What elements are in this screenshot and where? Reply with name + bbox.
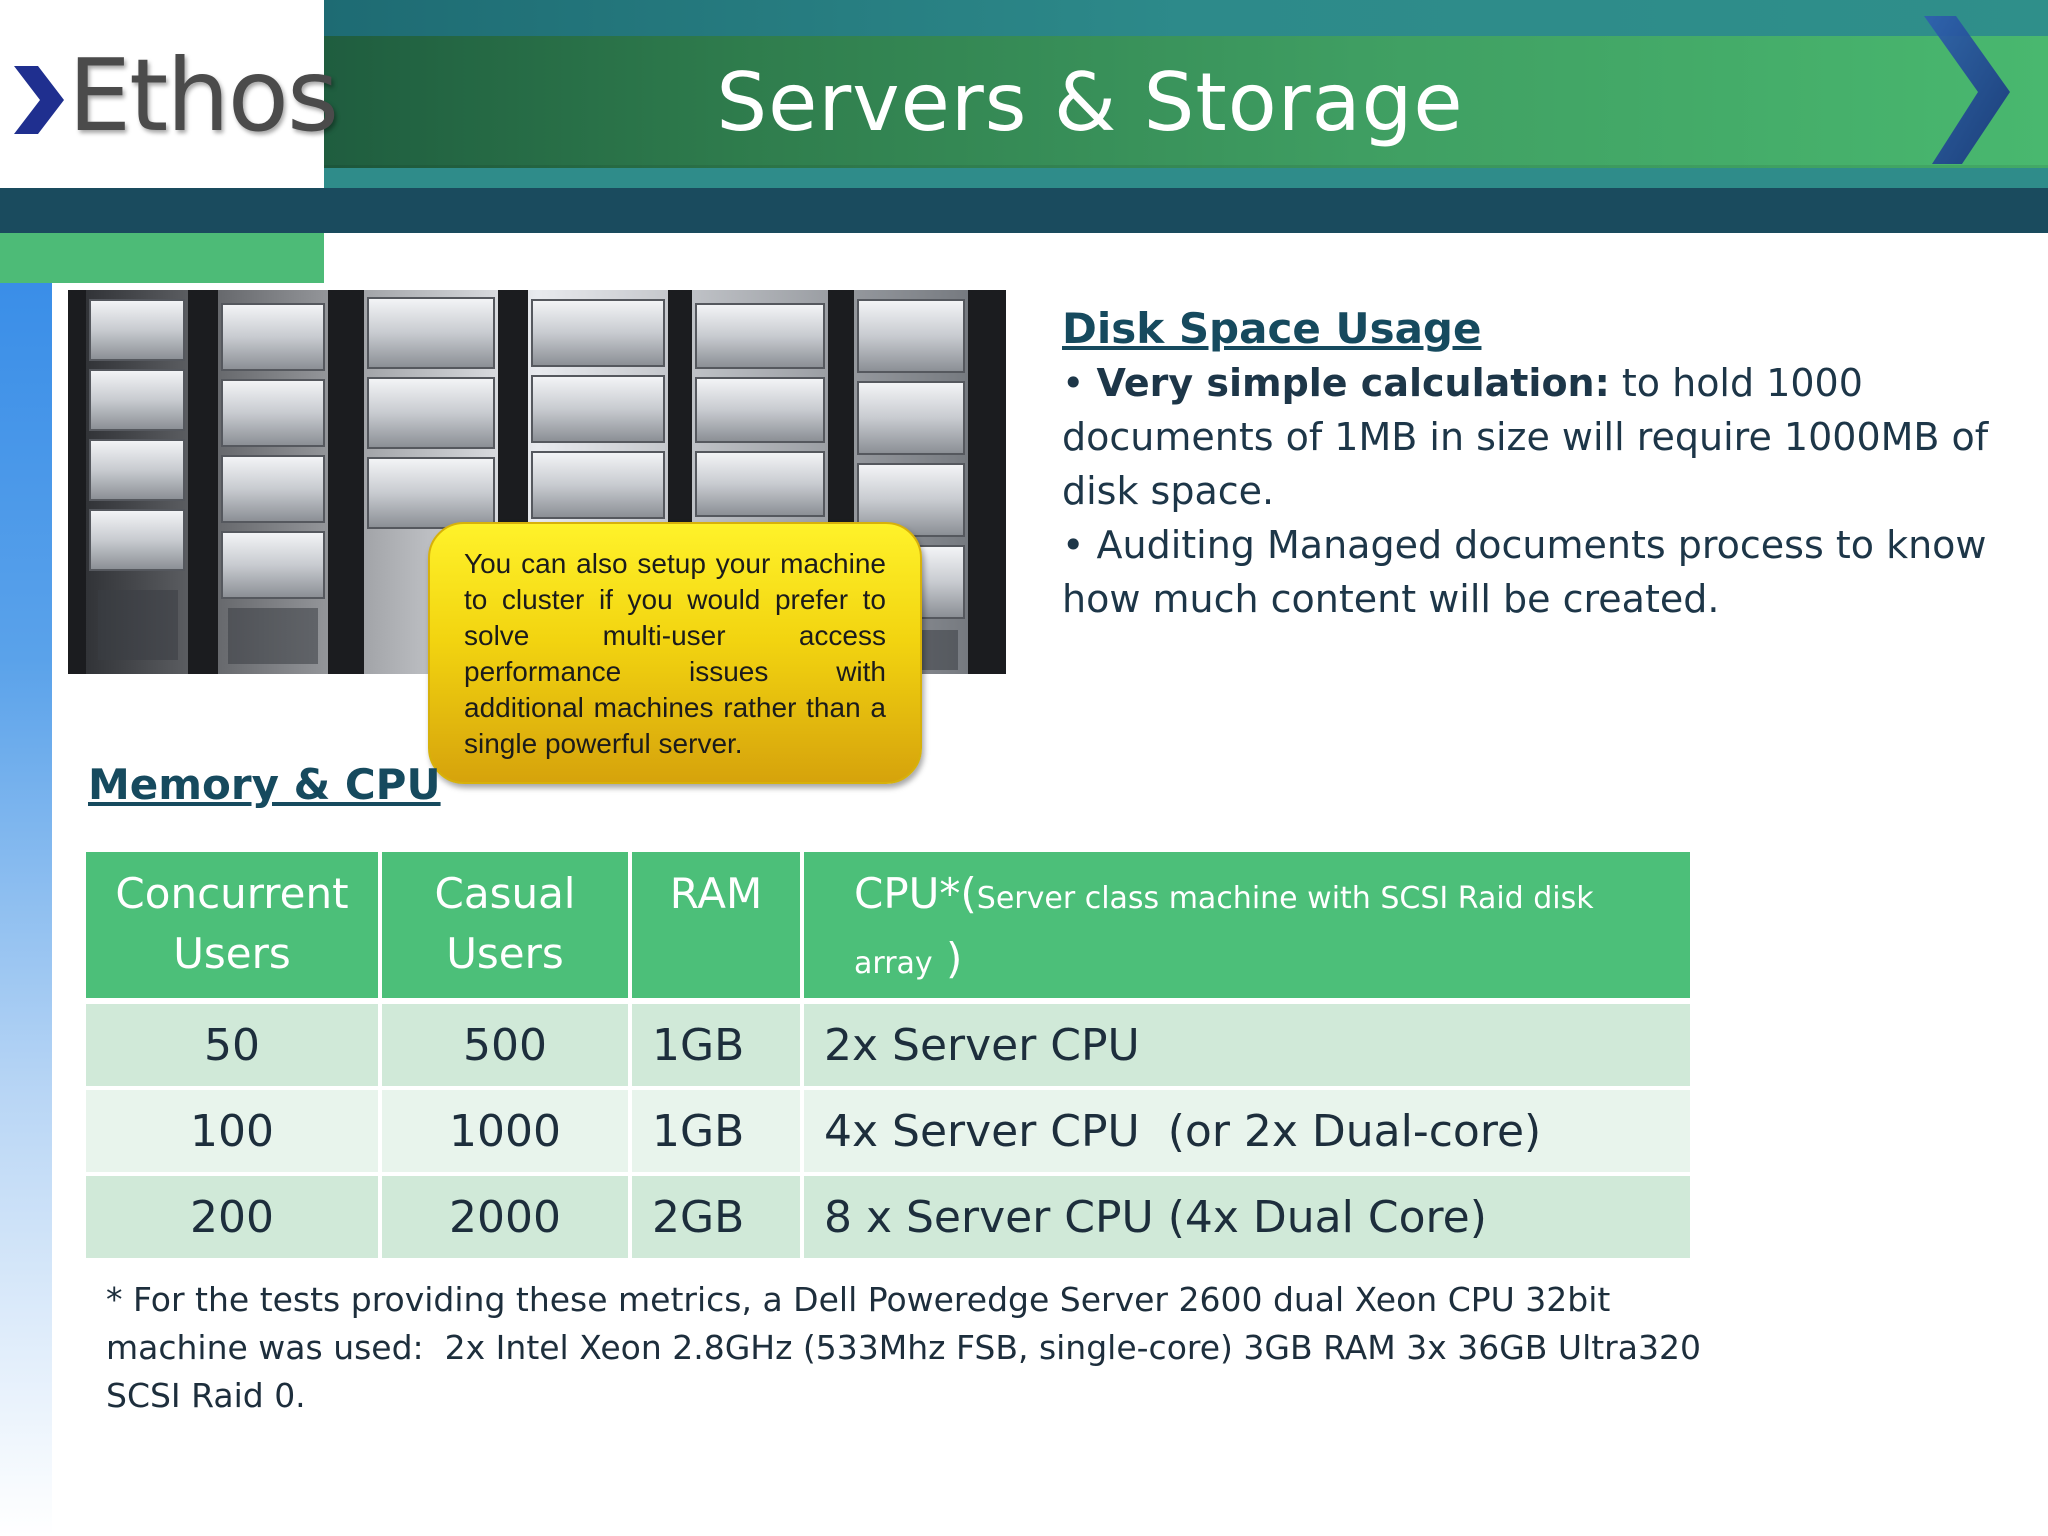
cell-ram: 1GB [630, 1088, 804, 1176]
cell-cpu: 4x Server CPU (or 2x Dual-core) [802, 1088, 1690, 1176]
cell-concurrent-users: 200 [86, 1174, 382, 1262]
callout-text: You can also setup your machine to clust… [464, 548, 886, 759]
footnote: * For the tests providing these metrics,… [106, 1276, 1726, 1420]
disk-space-heading: Disk Space Usage [1062, 304, 1482, 353]
cell-cpu: 2x Server CPU [802, 1001, 1690, 1090]
footnote-text: * For the tests providing these metrics,… [106, 1280, 1712, 1415]
decorative-chevron-icon [1924, 16, 2010, 164]
cell-ram: 1GB [630, 1001, 804, 1090]
disk-space-bullet-1: • Very simple calculation: to hold 1000 … [1062, 361, 1989, 513]
header-top-band [324, 0, 2048, 36]
disk-space-bullet-2: • Auditing Managed documents process to … [1062, 523, 1987, 621]
cell-ram: 2GB [630, 1174, 804, 1262]
table-row: 50 500 1GB 2x Server CPU [86, 1001, 1690, 1090]
logo-chevron-icon [14, 66, 64, 134]
cell-concurrent-users: 50 [86, 1001, 382, 1090]
column-header-concurrent-users: Concurrent Users [86, 852, 382, 1004]
column-header-cpu: CPU*(Server class machine with SCSI Raid… [802, 852, 1690, 1004]
cell-cpu: 8 x Server CPU (4x Dual Core) [802, 1174, 1690, 1262]
bullet-1-bold: Very simple calculation: [1096, 361, 1610, 405]
left-gradient-stripe [0, 283, 52, 1536]
header-green-accent [0, 233, 324, 283]
title-bar [324, 36, 2048, 168]
callout-note: You can also setup your machine to clust… [428, 522, 922, 784]
memory-cpu-table: Concurrent Users Casual Users RAM CPU*(S… [86, 852, 1690, 1262]
column-header-casual-users: Casual Users [380, 852, 632, 1004]
cell-casual-users: 2000 [380, 1174, 632, 1262]
table-header-row: Concurrent Users Casual Users RAM CPU*(S… [86, 852, 1690, 1004]
table-row: 200 2000 2GB 8 x Server CPU (4x Dual Cor… [86, 1174, 1690, 1262]
table-row: 100 1000 1GB 4x Server CPU (or 2x Dual-c… [86, 1088, 1690, 1176]
cpu-header-prefix: CPU*( [854, 869, 977, 918]
logo-text: Ethos [68, 37, 339, 154]
column-header-ram: RAM [630, 852, 804, 1004]
bullet-1-text: to hold 1000 documents of 1MB in size wi… [1062, 361, 1989, 513]
logo: Ethos [0, 0, 339, 188]
cpu-header-suffix: ) [946, 934, 963, 983]
bullet-2-text: Auditing Managed documents process to kn… [1062, 523, 1987, 621]
cell-casual-users: 500 [380, 1001, 632, 1090]
cpu-header-note: Server class machine with SCSI Raid disk… [854, 881, 1594, 981]
memory-cpu-heading: Memory & CPU [88, 760, 441, 809]
header-navy-band [0, 188, 2048, 233]
cell-casual-users: 1000 [380, 1088, 632, 1176]
disk-space-section: Disk Space Usage • Very simple calculati… [1062, 302, 2012, 626]
slide-title: Servers & Storage [716, 55, 1464, 149]
cell-concurrent-users: 100 [86, 1088, 382, 1176]
